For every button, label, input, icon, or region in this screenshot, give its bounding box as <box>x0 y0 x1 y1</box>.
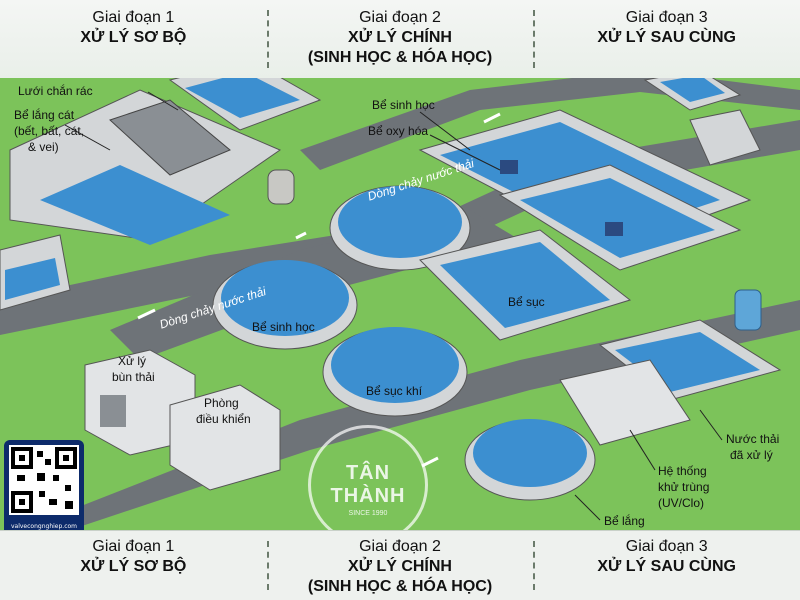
sludge-door <box>100 395 126 427</box>
post-building-water <box>660 75 725 102</box>
stage-subtitle: (SINH HỌC & HÓA HỌC) <box>307 578 493 595</box>
aeration-rect-water <box>440 242 610 328</box>
leader-line <box>419 111 471 151</box>
label-grit-3: & vei) <box>28 140 59 154</box>
stage-column-3: Giai đoạn 3 XỬ LÝ SAU CÙNG <box>533 0 800 78</box>
stage-title: XỬ LÝ CHÍNH <box>348 558 452 575</box>
stage-name: Giai đoạn 2 <box>359 538 441 555</box>
label-treated-1: Nước thải <box>726 432 780 446</box>
leader-line <box>699 409 723 441</box>
clarifier-top-water <box>338 186 462 258</box>
post-equipment <box>689 109 761 166</box>
stage-header: Giai đoạn 1 XỬ LÝ SƠ BỘ Giai đoạn 2 XỬ L… <box>0 0 800 78</box>
inlet-water <box>5 258 60 300</box>
stage-name: Giai đoạn 2 <box>359 9 441 26</box>
label-disinfect-1: Hệ thống <box>658 464 707 478</box>
leader-line <box>429 134 501 171</box>
leader-line <box>574 494 601 521</box>
stage-footer: Giai đoạn 1 XỬ LÝ SƠ BỘ Giai đoạn 2 XỬ L… <box>0 530 800 600</box>
qr-url: valvecongnghiep.com <box>10 523 78 530</box>
flow-arrow <box>295 231 307 240</box>
uv-units <box>559 359 691 446</box>
stage-name: Giai đoạn 3 <box>625 538 708 555</box>
control-building <box>169 384 281 491</box>
label-grit-2: (bết, bất, cát, <box>14 124 85 138</box>
watermark-name: TÂN THÀNH <box>330 462 406 507</box>
bar-screen <box>109 99 231 176</box>
stage-column-1: Giai đoạn 1 XỬ LÝ SƠ BỘ <box>0 0 267 78</box>
flow-arrow <box>137 308 156 320</box>
stage-column-3: Giai đoạn 3 XỬ LÝ SAU CÙNG <box>533 531 800 600</box>
stage-name: Giai đoạn 3 <box>625 9 708 26</box>
label-disinfect-3: (UV/Clo) <box>658 496 705 510</box>
leader-line <box>64 124 111 151</box>
stage-title: XỬ LÝ SAU CÙNG <box>597 558 736 575</box>
oxy-rect-water <box>520 178 715 258</box>
label-aeration-rect: Bể sục <box>508 295 545 309</box>
watermark-since: SINCE 1990 <box>348 510 388 517</box>
stage-name: Giai đoạn 1 <box>92 9 175 26</box>
label-bio-tank: Bể sinh học <box>372 98 435 112</box>
stage-title: XỬ LÝ CHÍNH <box>348 29 452 46</box>
water-tower <box>734 289 762 331</box>
motor-unit <box>500 160 518 174</box>
stage-title: XỬ LÝ SƠ BỘ <box>80 29 187 46</box>
company-watermark: TÂN THÀNH SINCE 1990 <box>308 425 428 545</box>
label-treated-2: đã xử lý <box>730 448 773 462</box>
flow-arrow <box>483 112 501 124</box>
stage-column-1: Giai đoạn 1 XỬ LÝ SƠ BỘ <box>0 531 267 600</box>
qr-code-icon <box>9 445 79 515</box>
stage-column-2: Giai đoạn 2 XỬ LÝ CHÍNH (SINH HỌC & HÓA … <box>266 0 534 78</box>
label-sludge-2: bùn thải <box>112 370 155 384</box>
label-bio-round: Bể sinh học <box>252 320 315 334</box>
channel-water <box>185 72 300 118</box>
label-sludge-1: Xử lý <box>118 354 147 368</box>
label-aeration-round: Bể sục khí <box>366 384 423 398</box>
label-settling: Bể lắng <box>604 514 645 528</box>
stage-column-2: Giai đoạn 2 XỬ LÝ CHÍNH (SINH HỌC & HÓA … <box>266 531 534 600</box>
label-disinfect-2: khử trùng <box>658 480 710 494</box>
stage-name: Giai đoạn 1 <box>92 538 175 555</box>
label-oxy-tank: Bể oxy hóa <box>368 124 429 138</box>
stage-subtitle: (SINH HỌC & HÓA HỌC) <box>307 49 493 66</box>
settling-tank-water <box>473 419 587 487</box>
motor-unit <box>605 222 623 236</box>
label-screen: Lưới chắn rác <box>18 84 93 98</box>
grit-chamber-water <box>40 165 230 245</box>
label-grit-1: Bể lắng cát <box>14 108 75 122</box>
label-control-1: Phòng <box>204 396 239 410</box>
aeration-round-water <box>331 327 459 403</box>
label-control-2: điều khiển <box>196 412 251 426</box>
stage-title: XỬ LÝ SƠ BỘ <box>80 558 187 575</box>
storage-tank <box>267 169 295 205</box>
qr-code-panel[interactable]: valvecongnghiep.com <box>4 440 84 544</box>
bio-round-water <box>221 260 349 336</box>
stage-title: XỬ LÝ SAU CÙNG <box>597 29 736 46</box>
leader-line <box>147 91 179 111</box>
leader-line <box>629 429 656 471</box>
